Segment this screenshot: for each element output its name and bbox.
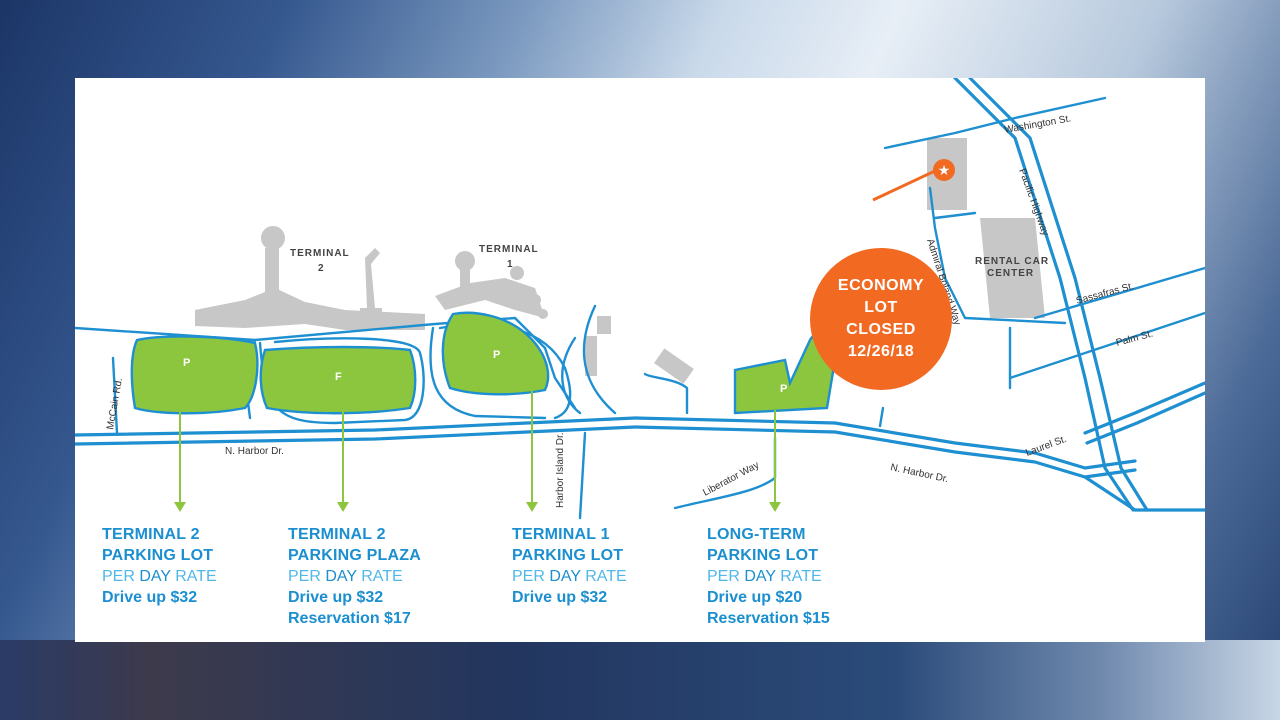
lot-marker: P xyxy=(493,349,500,361)
drive-up-price: Drive up $32 xyxy=(102,589,198,606)
terminal-1-building xyxy=(435,251,548,319)
street-label: N. Harbor Dr. xyxy=(225,446,284,457)
terminal-1-label: TERMINAL xyxy=(479,244,539,255)
reservation-price: Reservation $17 xyxy=(288,610,411,627)
plaza-marker: F xyxy=(335,371,342,383)
background-strip xyxy=(0,640,1280,720)
terminal-2-parking-lot-area xyxy=(130,335,259,415)
street-label: N. Harbor Dr. xyxy=(889,462,949,485)
economy-lot-closed-notice: ECONOMY LOT CLOSED 12/26/18 xyxy=(810,248,952,390)
terminal-2-label: 2 xyxy=(318,263,325,274)
rate-label: PER DAY RATE xyxy=(288,568,403,585)
street-label: Sassafras St. xyxy=(1075,281,1135,307)
street-label: Washington St. xyxy=(1004,113,1072,136)
drive-up-price: Drive up $32 xyxy=(512,589,608,606)
star-icon: ★ xyxy=(938,163,951,179)
lot-marker: P xyxy=(780,383,787,395)
terminal-2-parking-plaza-info: TERMINAL 2 PARKING PLAZA PER DAY RATE Dr… xyxy=(288,526,421,627)
economy-lot-marker xyxy=(933,159,955,181)
street-label: Harbor Island Dr. xyxy=(555,432,566,508)
rental-car-center-building xyxy=(980,218,1045,318)
small-building xyxy=(597,316,611,334)
small-building xyxy=(585,336,597,376)
parking-map-card: P F P P TERMINAL 2 TERMINAL 1 RENTAL CAR… xyxy=(75,78,1205,642)
terminal-1-label: 1 xyxy=(507,259,514,270)
terminal-2-building xyxy=(195,226,425,330)
street-label: Liberator Way xyxy=(701,460,761,499)
rental-car-center-label: CENTER xyxy=(987,268,1034,279)
rate-label: PER DAY RATE xyxy=(707,568,822,585)
airport-map: P F P P TERMINAL 2 TERMINAL 1 RENTAL CAR… xyxy=(75,78,1205,520)
lot-marker: P xyxy=(183,357,190,369)
reservation-price: Reservation $15 xyxy=(707,610,830,627)
small-building xyxy=(654,348,694,384)
lot-arrows xyxy=(174,390,781,512)
terminal-2-parking-plaza-area xyxy=(259,345,417,415)
long-term-parking-lot-info: LONG-TERM PARKING LOT PER DAY RATE Drive… xyxy=(707,526,830,627)
drive-up-price: Drive up $32 xyxy=(288,589,384,606)
street-label: Palm St. xyxy=(1115,328,1154,348)
terminal-2-label: TERMINAL xyxy=(290,248,350,259)
terminal-1-parking-lot-info: TERMINAL 1 PARKING LOT PER DAY RATE Driv… xyxy=(512,526,627,606)
terminal-1-parking-lot-area xyxy=(441,311,550,396)
rental-car-center-label: RENTAL CAR xyxy=(975,256,1049,267)
drive-up-price: Drive up $20 xyxy=(707,589,803,606)
street-label: McCain Rd. xyxy=(105,377,125,430)
economy-lot-pointer xyxy=(872,168,938,202)
rate-label: PER DAY RATE xyxy=(102,568,217,585)
rate-label: PER DAY RATE xyxy=(512,568,627,585)
terminal-2-parking-lot-info: TERMINAL 2 PARKING LOT PER DAY RATE Driv… xyxy=(102,526,217,606)
